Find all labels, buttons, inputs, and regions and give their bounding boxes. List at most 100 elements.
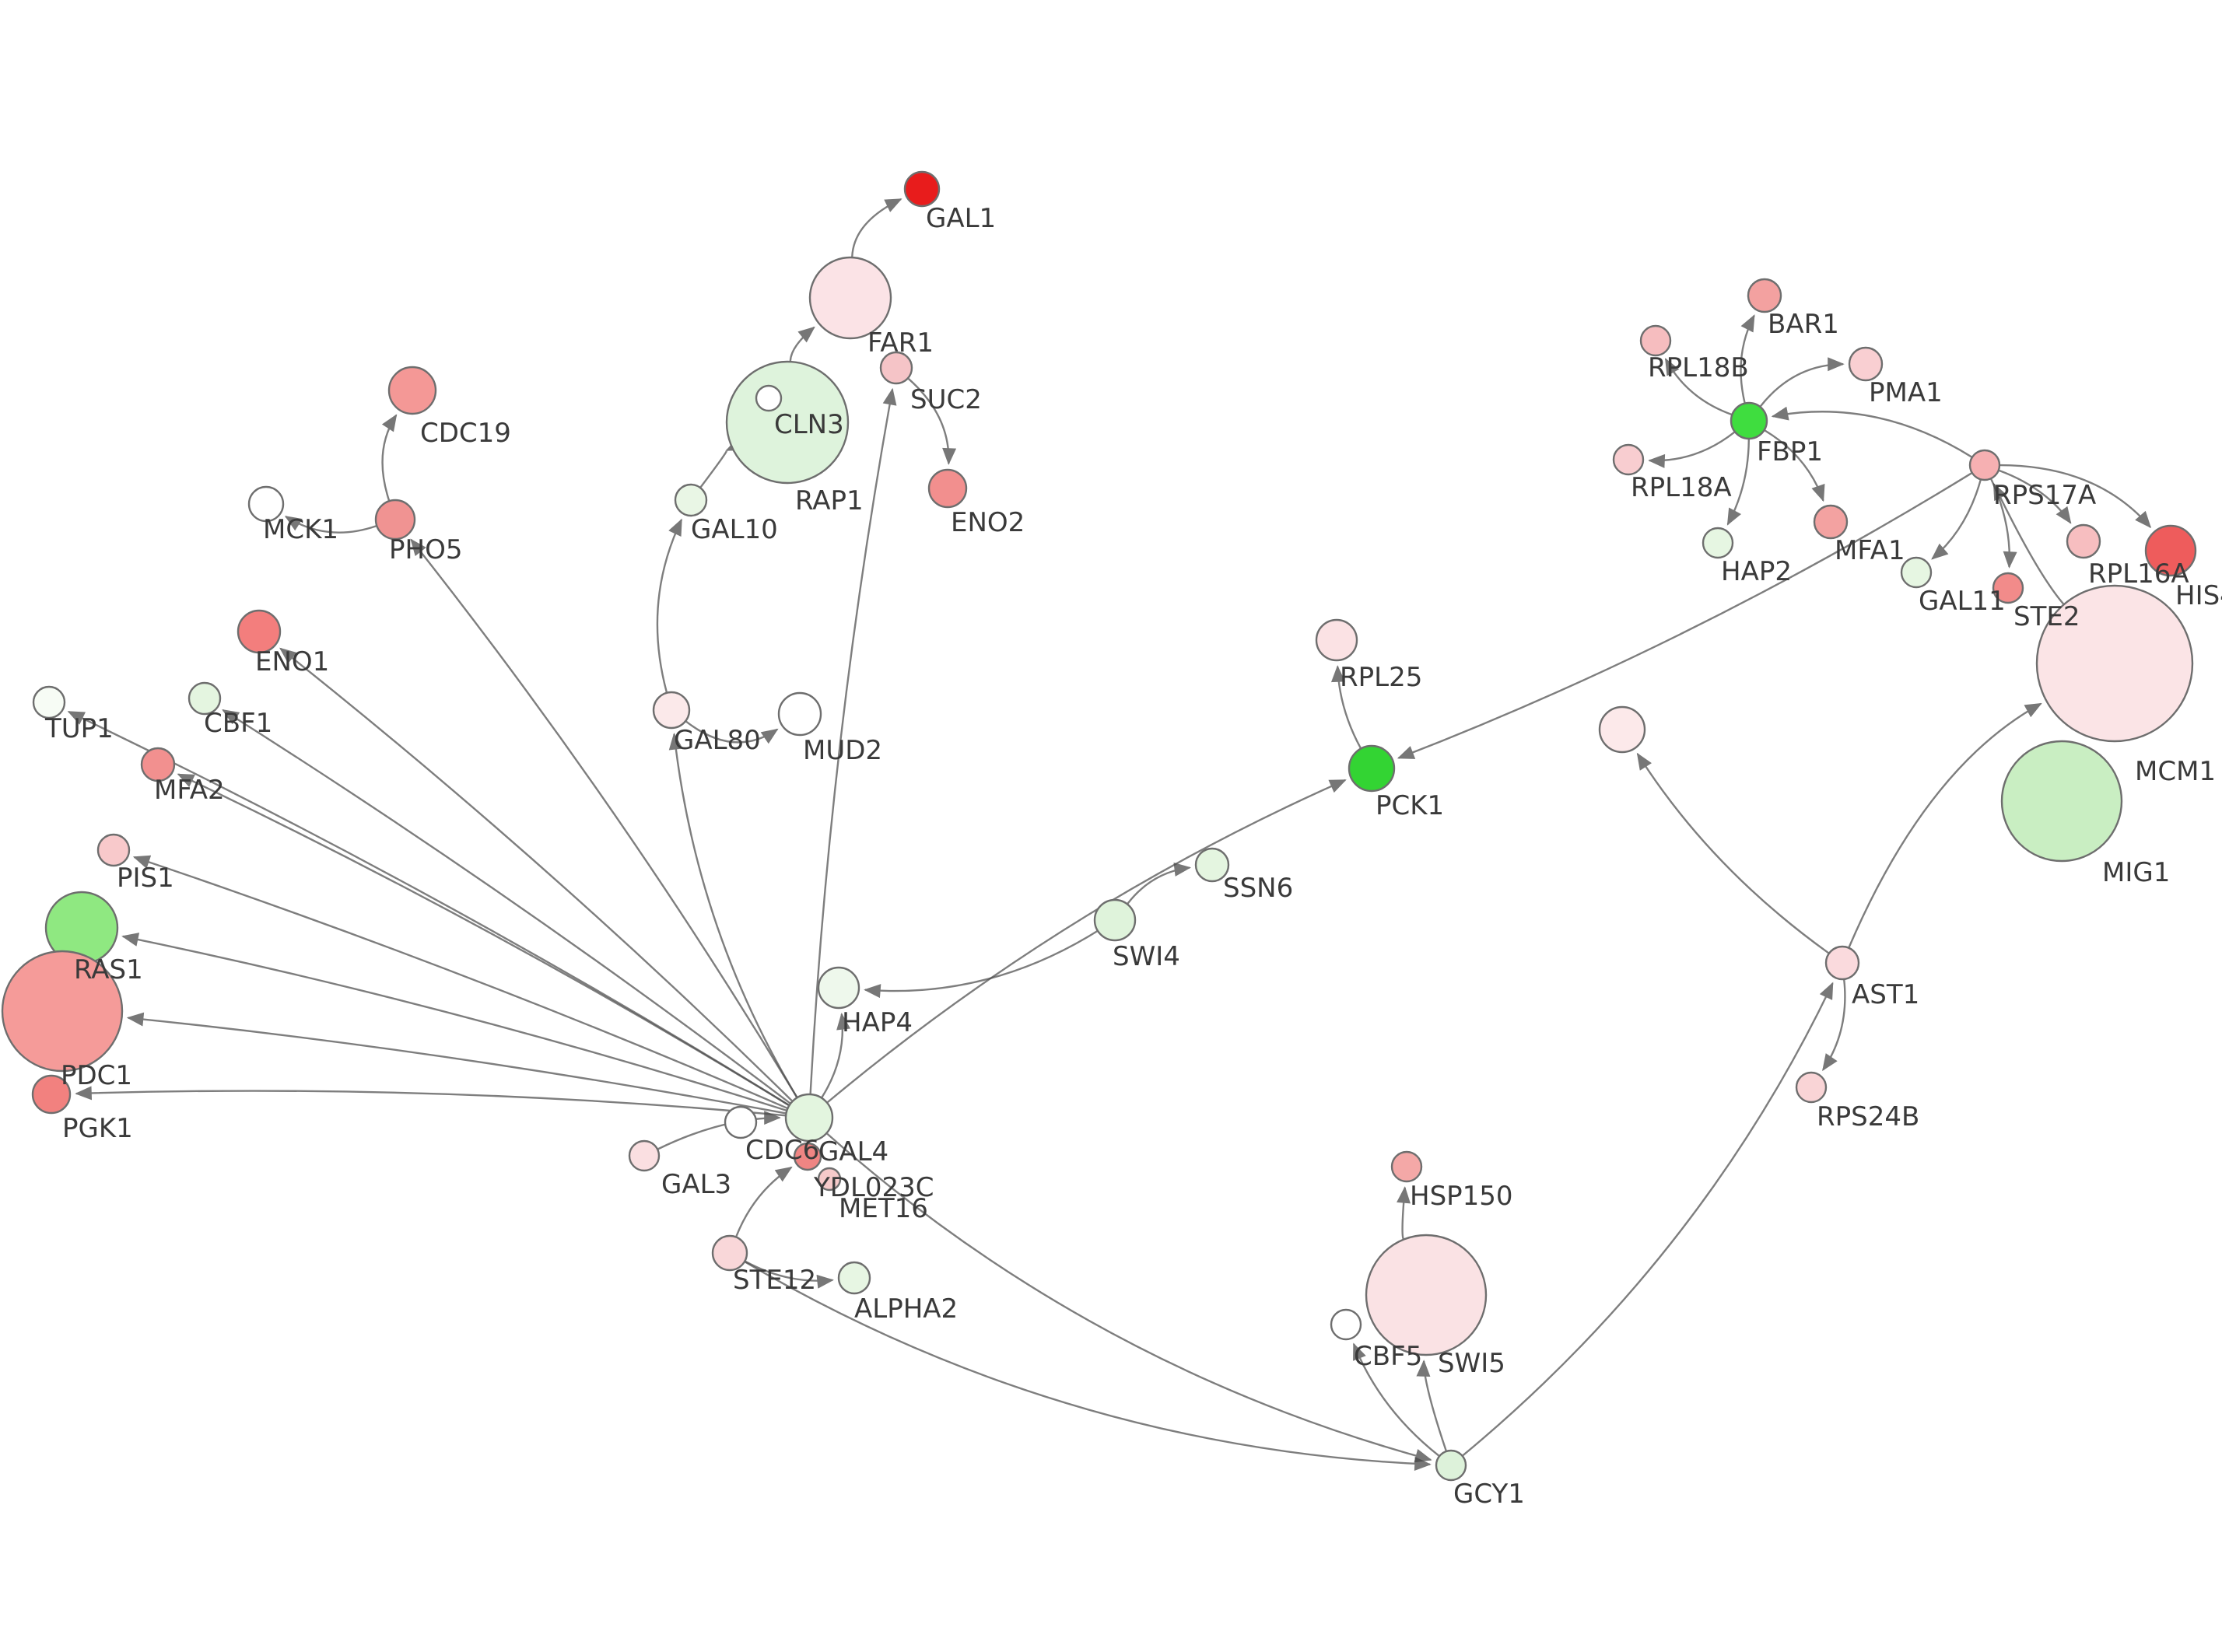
node-fbp1[interactable] [1730,401,1768,440]
edge-GCY1-CBF5[interactable] [1352,1342,1440,1457]
node-swi4[interactable] [1093,898,1137,942]
node-hap4[interactable] [817,966,860,1010]
edge-RPS17A-PCK1[interactable] [1397,472,1972,759]
node-mfa1[interactable] [1813,504,1849,540]
edge-GAL4-MFA2[interactable] [177,773,790,1106]
node-far1[interactable] [808,256,892,340]
edge-GAL4-PCK1[interactable] [827,779,1347,1104]
node-rap1[interactable] [755,384,783,412]
node-pis1[interactable] [96,833,131,867]
edge-GAL4-SUC2[interactable] [809,387,897,1094]
edge-FAR1-GAL1[interactable] [851,198,902,257]
edge-GAL80-MUD2[interactable] [685,720,779,744]
edge-FBP1-HAP2[interactable] [1726,439,1751,526]
node-gal10[interactable] [674,483,708,517]
edge-STE12-GCY1[interactable] [745,1261,1432,1471]
edge-GAL80-GAL10[interactable] [656,518,683,693]
node-mfa2[interactable] [140,747,176,782]
edge-RPS17A-FBP1[interactable] [1771,406,1972,458]
edge-PHO5-CDC19[interactable] [381,414,398,501]
node-swi5[interactable] [1365,1234,1488,1356]
node-ydl023c[interactable] [793,1142,822,1171]
edge-FBP1-PMA1[interactable] [1759,357,1845,407]
edge-AST1-MCM1[interactable] [1848,702,2042,948]
node-gal11[interactable] [1900,556,1933,589]
node-rps24b[interactable] [1795,1071,1828,1104]
node-tup1[interactable] [32,685,66,719]
edge-STE12-YDL023C[interactable] [735,1166,793,1237]
node-rpl16a[interactable] [2066,523,2101,559]
edge-AST1-UNLBL[interactable] [1636,752,1829,954]
node-hsp150[interactable] [1390,1150,1423,1183]
node-ssn6[interactable] [1194,847,1230,883]
edge-STE12-ALPHA2[interactable] [745,1260,834,1289]
node-hap2[interactable] [1702,527,1734,559]
edge-FBP1-MFA1[interactable] [1764,429,1825,502]
edge-GAL4-PDC1[interactable] [126,1012,786,1115]
edge-PCK1-RPL25[interactable] [1330,665,1362,749]
node-met16[interactable] [817,1167,842,1192]
node-ste12[interactable] [711,1234,748,1272]
edge-GAL10-CLN3[interactable] [699,437,744,488]
node-pdc1[interactable] [1,950,124,1073]
node-rpl18a[interactable] [1612,443,1645,476]
node-gal3[interactable] [628,1139,661,1172]
node-gal1[interactable] [903,170,941,208]
edge-GAL3-GAL4[interactable] [657,1111,781,1150]
edge-RPS17A-HIS4[interactable] [1999,464,2152,529]
node-cbf1[interactable] [188,681,222,716]
node-unlabeled[interactable] [1598,705,1646,754]
node-pck1[interactable] [1348,744,1396,793]
edge-PHO5-MCK1[interactable] [284,516,377,534]
edge-RPS17A-GAL11[interactable] [1931,479,1982,560]
edge-GAL4-PHO5[interactable] [410,538,798,1098]
node-ste2[interactable] [1992,572,2024,604]
edge-FBP1-RPL18A[interactable] [1648,431,1735,468]
node-gal80[interactable] [652,691,691,730]
node-pho5[interactable] [374,499,416,541]
node-cdc19[interactable] [387,366,437,415]
edge-FBP1-BAR1[interactable] [1740,314,1755,403]
edge-GAL4-HAP4[interactable] [821,1012,851,1098]
node-suc2[interactable] [879,351,913,385]
node-pgk1[interactable] [31,1074,72,1115]
edge-GAL4-CBF1[interactable] [222,709,791,1104]
edge-GCY1-AST1[interactable] [1462,982,1834,1457]
edge-GAL4-GCY1[interactable] [826,1132,1432,1463]
node-mck1[interactable] [247,485,285,523]
node-cbf5[interactable] [1330,1308,1362,1341]
node-cdc6[interactable] [724,1105,758,1139]
node-rpl25[interactable] [1315,618,1358,662]
edge-GAL4-RAS1[interactable] [121,933,787,1111]
node-his4[interactable] [2144,524,2197,577]
node-mig1[interactable] [2000,740,2123,863]
edge-AST1-RPS24B[interactable] [1822,979,1846,1072]
edge-SUC2-ENO2[interactable] [907,378,957,465]
node-ast1[interactable] [1824,945,1860,981]
node-rps17a[interactable] [1968,449,2001,481]
edge-GCY1-SWI5[interactable] [1416,1360,1447,1451]
edge-GAL4-PGK1[interactable] [75,1086,786,1117]
edge-MCM1-RPS17A[interactable] [1992,482,2065,605]
node-eno1[interactable] [237,609,282,654]
edge-SWI4-HAP4[interactable] [864,930,1098,999]
node-bar1[interactable] [1747,278,1782,313]
node-mcm1[interactable] [2035,584,2194,743]
edge-GAL4-GAL80[interactable] [668,733,798,1098]
edge-CLN3-FAR1[interactable] [789,326,815,362]
node-alpha2[interactable] [837,1261,871,1295]
edge-SWI5-HSP150[interactable] [1397,1186,1411,1240]
node-label-fbp1: FBP1 [1757,436,1823,467]
node-pma1[interactable] [1848,346,1884,382]
node-mud2[interactable] [777,691,822,737]
node-eno2[interactable] [927,468,968,509]
edge-FBP1-RPL18B[interactable] [1664,358,1732,415]
node-rpl18b[interactable] [1639,324,1672,357]
node-label-bar1: BAR1 [1768,309,1839,340]
node-gal4[interactable] [784,1093,834,1143]
edge-GAL4-PIS1[interactable] [132,855,788,1109]
edge-SWI4-SSN6[interactable] [1127,862,1191,905]
node-gcy1[interactable] [1435,1449,1467,1482]
edge-RPS17A-RPL16A[interactable] [1999,469,2072,524]
edge-GAL4-ENO1[interactable] [279,647,793,1102]
